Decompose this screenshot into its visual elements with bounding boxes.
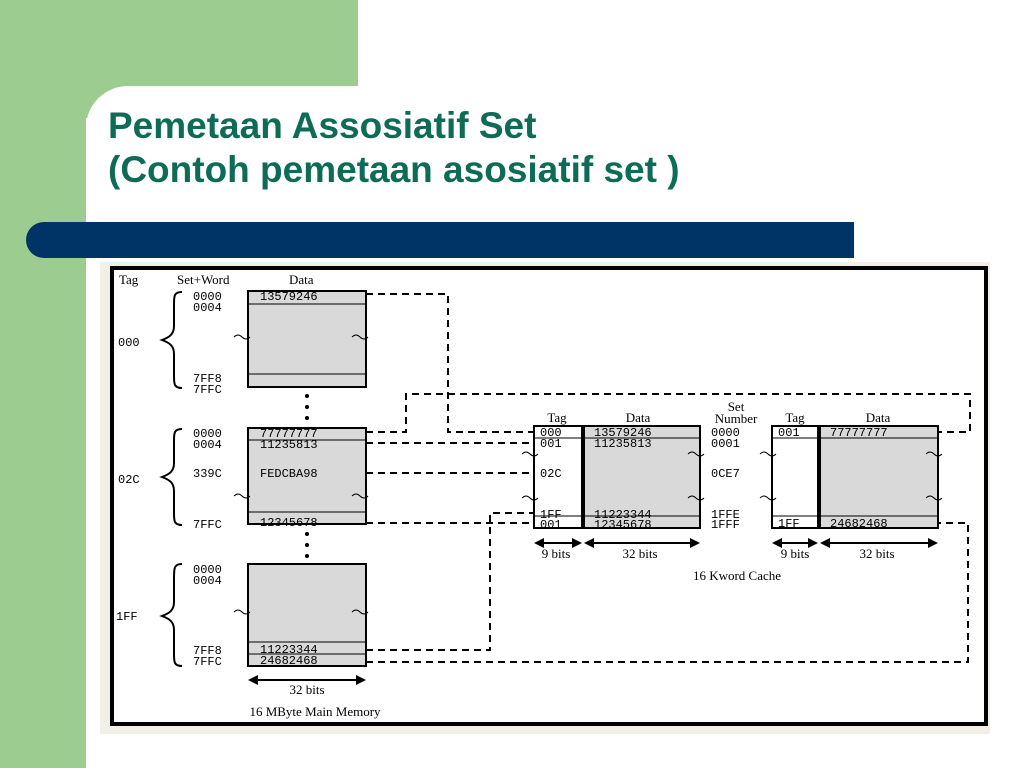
cache-data-cell: 11223344: [594, 508, 652, 522]
memory-address: 0004: [193, 438, 222, 452]
memory-width-label: 32 bits: [289, 682, 324, 697]
cache-data-width-label: 32 bits: [622, 546, 657, 561]
title-line-1: Pemetaan Assosiatif Set: [108, 105, 537, 146]
cache-data-header: Data: [866, 410, 891, 425]
set-number: 1FFE: [711, 508, 740, 522]
memory-caption: 16 MByte Main Memory: [249, 704, 381, 719]
memory-address: 7FF8: [193, 644, 222, 658]
cache-tag-cell: 001: [778, 426, 800, 440]
cache-tag-header: Tag: [785, 410, 805, 425]
set-associative-mapping-figure: Tag Set+Word Data 000 02C 1F: [100, 262, 990, 734]
memory-word: 24682468: [260, 654, 318, 668]
memory-word: 77777777: [260, 427, 318, 441]
memory-word: 11223344: [260, 643, 318, 657]
memory-word: FEDCBA98: [260, 467, 318, 481]
cache-tag-width-label: 9 bits: [781, 546, 810, 561]
memory-group-tag: 1FF: [116, 610, 138, 624]
set-number: 0000: [711, 426, 740, 440]
memory-address: 0004: [193, 574, 222, 588]
memory-group-tag: 000: [118, 336, 140, 350]
brace-02c: [159, 428, 183, 526]
set-number-header: Number: [715, 411, 758, 426]
memory-address: 7FF8: [193, 372, 222, 386]
slide-title: Pemetaan Assosiatif Set (Contoh pemetaan…: [108, 104, 680, 192]
cache-tag-column: [771, 425, 819, 529]
memory-tag-header: Tag: [119, 272, 139, 287]
memory-address: 7FFC: [193, 383, 222, 397]
memory-word: 11235813: [260, 438, 318, 452]
cache-tag-cell: 001: [540, 518, 562, 532]
cache-data-header: Data: [626, 410, 651, 425]
cache-data-cell: 13579246: [594, 426, 652, 440]
memory-block-1ff: [247, 563, 367, 667]
memory-address: 7FFC: [193, 655, 222, 669]
set-number: 1FFF: [711, 518, 740, 532]
set-number: 0001: [711, 437, 740, 451]
memory-address: 339C: [193, 467, 222, 481]
memory-data-header: Data: [289, 272, 314, 287]
cache-tag-cell: 1FF: [778, 517, 800, 531]
brace-1ff: [159, 563, 183, 667]
cache-tag-cell: 001: [540, 437, 562, 451]
memory-group-tag: 02C: [118, 473, 140, 487]
cache-tag-header: Tag: [547, 410, 567, 425]
cache-tag-width-label: 9 bits: [542, 546, 571, 561]
memory-address: 0000: [193, 563, 222, 577]
cache-data-cell: 12345678: [594, 518, 652, 532]
memory-address: 0000: [193, 427, 222, 441]
cache-data-cell: 11235813: [594, 437, 652, 451]
brace-000: [159, 291, 183, 389]
memory-address: 7FFC: [193, 518, 222, 532]
cache-data-width-label: 32 bits: [859, 546, 894, 561]
mapping-diagram: Tag Set+Word Data 000 02C 1F: [110, 266, 988, 726]
cache-data-cell: 24682468: [830, 517, 888, 531]
cache-tag-cell: 1FF: [540, 508, 562, 522]
cache-data-column: [819, 425, 939, 529]
memory-word: 13579246: [260, 290, 318, 304]
mapping-connectors: [366, 293, 971, 663]
memory-address: 0004: [193, 301, 222, 315]
memory-block-02c: [247, 427, 367, 525]
memory-word: 12345678: [260, 516, 318, 530]
cache-data-column: [583, 425, 701, 529]
cache-caption: 16 Kword Cache: [693, 568, 781, 583]
cache-tag-column: [533, 425, 583, 529]
memory-address: 0000: [193, 290, 222, 304]
memory-block-000: [247, 290, 367, 388]
green-sidebar-decoration: [0, 0, 86, 768]
cache-tag-cell: 02C: [540, 467, 562, 481]
title-line-2: (Contoh pemetaan asosiatif set ): [108, 149, 680, 190]
cache-tag-cell: 000: [540, 426, 562, 440]
memory-setword-header: Set+Word: [177, 272, 230, 287]
set-number-header: Set: [728, 399, 745, 414]
set-number: 0CE7: [711, 467, 740, 481]
title-underline-bar: [26, 222, 854, 258]
cache-data-cell: 77777777: [830, 426, 888, 440]
